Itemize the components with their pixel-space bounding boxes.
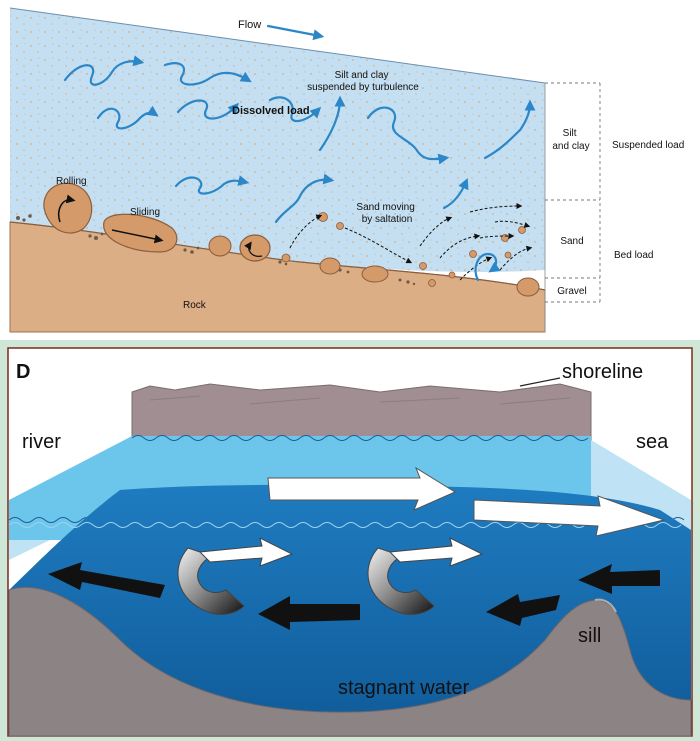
rock-label: Rock: [183, 300, 207, 311]
sediment-transport-diagram: Flow Silt and clay suspended by turbulen…: [0, 0, 700, 340]
side-brackets: [545, 82, 601, 303]
rolling-label: Rolling: [56, 176, 87, 187]
dissolved-load-label: Dissolved load: [232, 105, 310, 117]
surface-outflow-arrows: [267, 466, 666, 537]
river-label: river: [22, 431, 61, 453]
silt-clay-bracket-label: Silt and clay: [552, 128, 589, 152]
silt-clay-suspended-label: Silt and clay suspended by turbulence: [307, 70, 419, 93]
rolling-boulder: [43, 182, 93, 234]
gravel-bracket-label: Gravel: [557, 286, 586, 297]
stagnant-water-label: stagnant water: [338, 677, 470, 699]
gravel-particles: [16, 214, 416, 286]
sill-label: sill: [578, 625, 601, 647]
shoreline-land: [131, 383, 592, 441]
sea-label: sea: [636, 431, 669, 453]
sand-saltation-label: Sand moving by saltation: [356, 202, 417, 225]
bed-load-label: Bed load: [614, 250, 653, 261]
sliding-boulder: [103, 213, 178, 253]
shoreline-label: shoreline: [562, 361, 643, 383]
bottom-inflow-arrows: [48, 562, 660, 630]
flow-label: Flow: [238, 19, 261, 31]
mixing-curl-arrows: [177, 537, 484, 615]
suspended-load-label: Suspended load: [612, 140, 684, 151]
shoreline-leader: [519, 377, 561, 387]
rolling-pebble: [239, 234, 271, 262]
estuary-circulation-diagram: D shoreline river sea sill stagnant wate…: [0, 340, 700, 741]
seafloor-basin: [8, 586, 692, 737]
panel-letter: D: [16, 361, 30, 383]
turbulence-arrows: [63, 24, 536, 282]
pebbles: [208, 235, 540, 297]
sliding-label: Sliding: [130, 207, 160, 218]
sand-bracket-label: Sand: [560, 236, 583, 247]
